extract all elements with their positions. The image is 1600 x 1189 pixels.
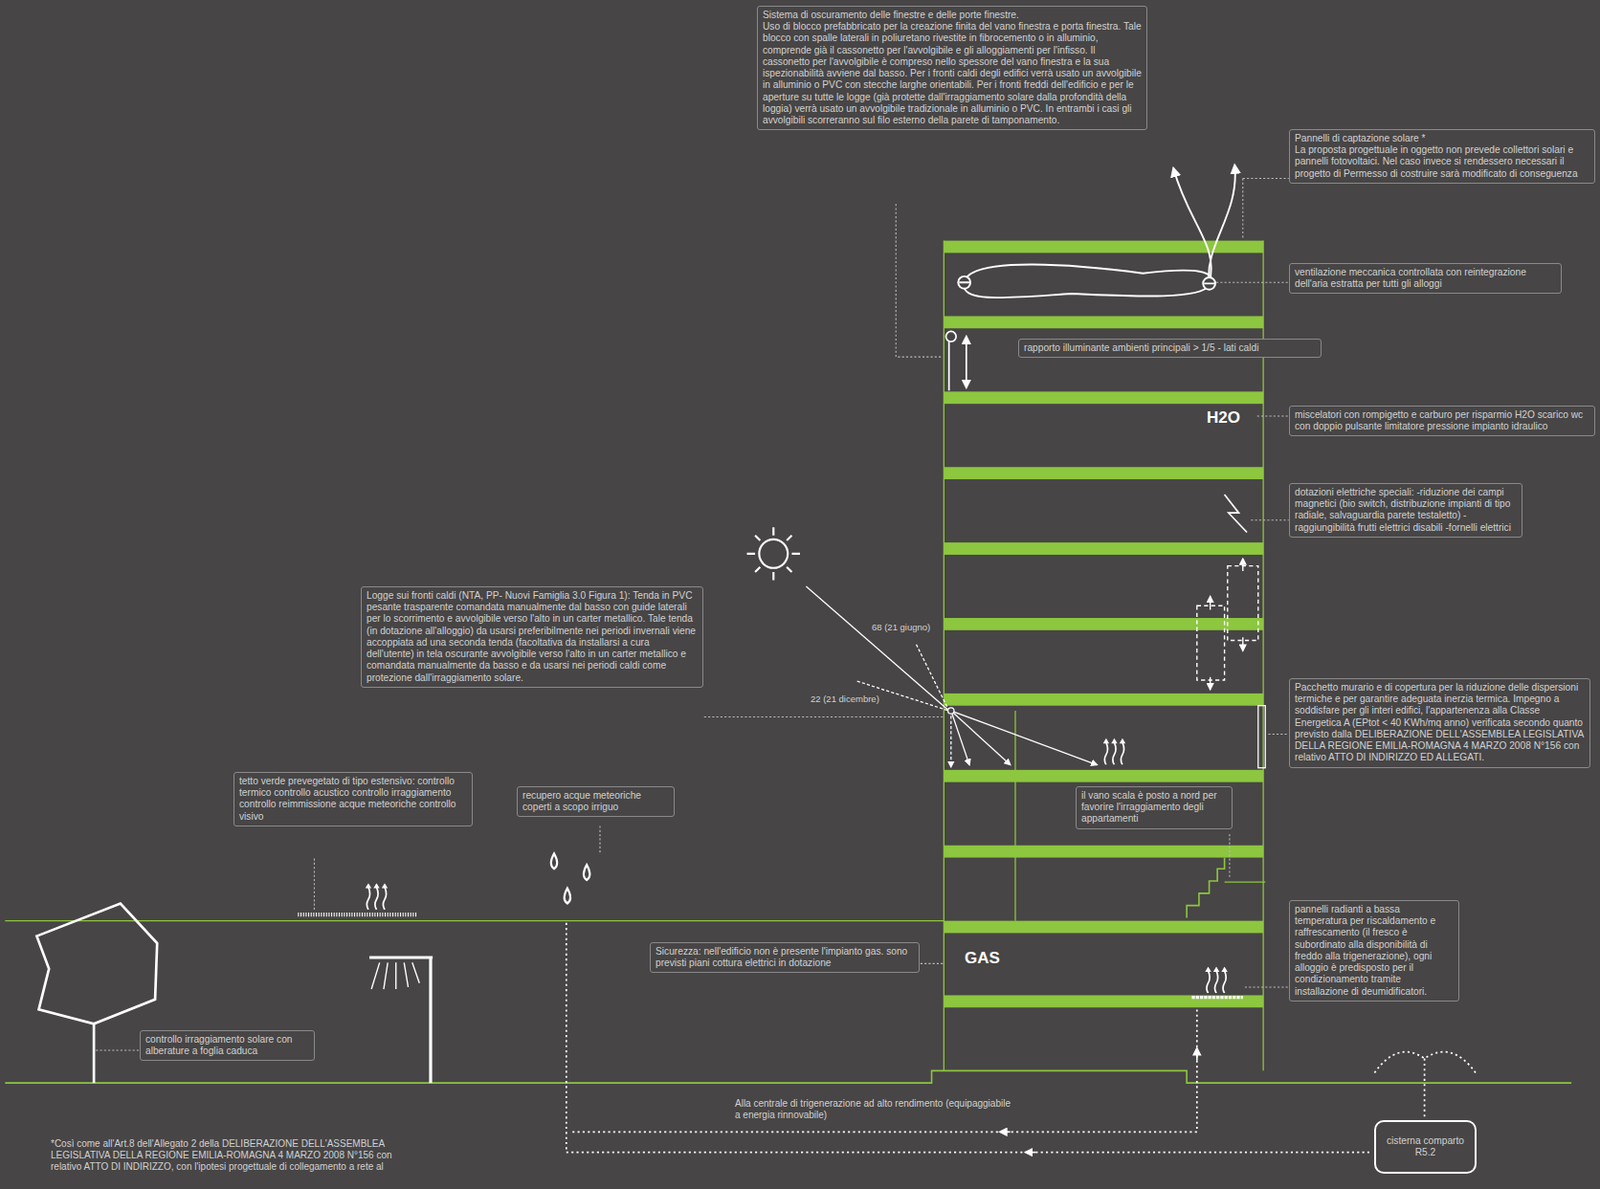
- callout-text: pannelli radianti a bassa temperatura pe…: [1294, 904, 1454, 999]
- callout-text: Logge sui fronti caldi (NTA, PP- Nuovi F…: [366, 590, 698, 685]
- callout-text: recupero acque meteoriche coperti a scop…: [522, 790, 669, 814]
- water-label: H2O: [1206, 408, 1268, 428]
- callout-text: ventilazione meccanica controllata con r…: [1294, 266, 1556, 290]
- callout-text: dotazioni elettriche speciali: -riduzion…: [1294, 487, 1517, 534]
- callout-box: Pacchetto murario e di copertura per la …: [1288, 678, 1591, 769]
- cistern-box: cisterna comparto R5.2: [1374, 1120, 1477, 1175]
- callout-box: Sicurezza: nell'edificio non è presente …: [649, 942, 920, 974]
- angle-label: 22 (21 dicembre): [808, 693, 882, 705]
- pipe-label: Alla centrale di trigenerazione ad alto …: [733, 1098, 1013, 1122]
- gas-label: GAS: [964, 949, 1026, 969]
- callout-box: controllo irraggiamento solare con alber…: [139, 1030, 315, 1062]
- callout-box: miscelatori con rompigetto e carburo per…: [1288, 405, 1596, 437]
- callout-text: cisterna comparto R5.2: [1380, 1135, 1470, 1159]
- callout-heading: Sistema di oscuramento delle finestre e …: [762, 9, 1142, 22]
- callout-box: tetto verde prevegetato di tipo estensiv…: [233, 772, 473, 827]
- callout-box: ventilazione meccanica controllata con r…: [1288, 263, 1562, 294]
- callout-text: Sicurezza: nell'edificio non è presente …: [655, 946, 914, 970]
- callout-text: Uso di blocco prefabbricato per la creaz…: [762, 21, 1142, 127]
- callout-text: miscelatori con rompigetto e carburo per…: [1294, 409, 1590, 433]
- callout-text: tetto verde prevegetato di tipo estensiv…: [239, 776, 467, 823]
- callout-text: controllo irraggiamento solare con alber…: [145, 1034, 310, 1058]
- callout-box: pannelli radianti a bassa temperatura pe…: [1288, 900, 1460, 1002]
- callout-text: La proposta progettuale in oggetto non p…: [1294, 144, 1590, 180]
- callout-box: Sistema di oscuramento delle finestre e …: [756, 5, 1148, 131]
- callout-text: rapporto illuminante ambienti principali…: [1023, 342, 1316, 355]
- callout-heading: Pannelli di captazione solare *: [1294, 133, 1590, 145]
- callout-text: il vano scala è posto a nord per favorir…: [1081, 790, 1227, 826]
- callout-text: Pacchetto murario e di copertura per la …: [1294, 682, 1585, 765]
- angle-label: 68 (21 giugno): [869, 622, 933, 633]
- callout-box: dotazioni elettriche speciali: -riduzion…: [1288, 483, 1523, 538]
- callout-box: Pannelli di captazione solare *La propos…: [1288, 129, 1596, 184]
- callout-box: Logge sui fronti caldi (NTA, PP- Nuovi F…: [360, 586, 704, 689]
- callout-box: rapporto illuminante ambienti principali…: [1018, 338, 1322, 358]
- callout-box: recupero acque meteoriche coperti a scop…: [516, 786, 675, 818]
- footnote: *Così come all'Art.8 dell'Allegato 2 del…: [50, 1138, 399, 1174]
- callout-box: il vano scala è posto a nord per favorir…: [1075, 786, 1233, 830]
